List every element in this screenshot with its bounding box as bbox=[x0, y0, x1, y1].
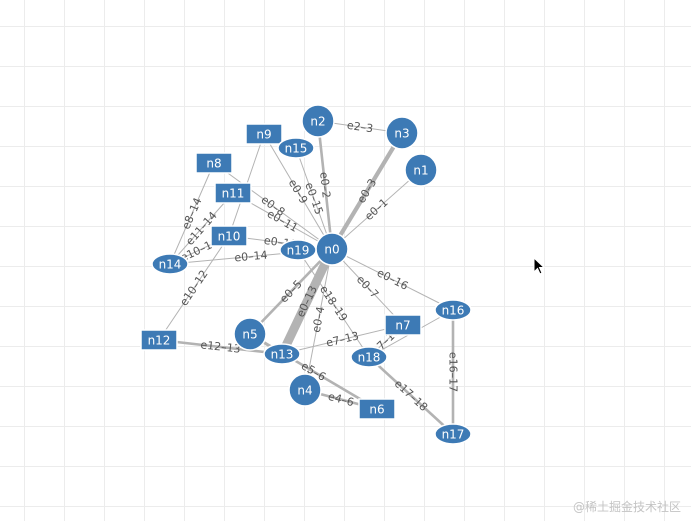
edge-n0-n3[interactable] bbox=[329, 130, 405, 252]
node-n1[interactable]: n1 bbox=[404, 153, 438, 187]
edge-label: e16–17 bbox=[447, 352, 460, 392]
node-n9[interactable]: n9 bbox=[245, 123, 283, 145]
node-shape[interactable] bbox=[385, 116, 419, 150]
node-n6[interactable]: n6 bbox=[358, 398, 396, 420]
edge-n0-n7[interactable] bbox=[331, 248, 404, 326]
node-n8[interactable]: n8 bbox=[195, 152, 233, 174]
edge-n0-n15[interactable] bbox=[295, 147, 333, 250]
edge-label: e0–2 bbox=[317, 171, 333, 199]
edge-label: e4–6 bbox=[327, 390, 356, 409]
node-label: n7 bbox=[395, 319, 410, 333]
node-n4[interactable]: n4 bbox=[288, 373, 322, 407]
node-label: n2 bbox=[310, 115, 325, 129]
node-shape[interactable] bbox=[301, 104, 335, 138]
node-n10[interactable]: n10 bbox=[210, 225, 248, 247]
node-label: n13 bbox=[271, 348, 294, 362]
edge-label: e0–4 bbox=[310, 305, 328, 333]
edge-n0-n16[interactable] bbox=[331, 248, 454, 311]
nodes-layer: n0 n1 n2 n3 n4 n5 n6 n7 n8 n9 n10 n11 n12 n13 n14 n15 n1… bbox=[140, 104, 472, 445]
node-shape[interactable] bbox=[358, 398, 396, 420]
edge-n0-n8[interactable] bbox=[213, 162, 333, 250]
node-shape[interactable] bbox=[279, 239, 317, 261]
edge-n0-n5[interactable] bbox=[248, 247, 334, 336]
node-shape[interactable] bbox=[404, 153, 438, 187]
node-label: n3 bbox=[394, 127, 409, 141]
edge-n0-n4[interactable] bbox=[304, 248, 333, 391]
edge-label: e17–18 bbox=[392, 377, 430, 414]
node-shape[interactable] bbox=[434, 299, 472, 321]
node-shape[interactable] bbox=[277, 137, 315, 159]
node-n3[interactable]: n3 bbox=[385, 116, 419, 150]
node-n13[interactable]: n13 bbox=[263, 343, 301, 365]
edge-label: e7–13 bbox=[325, 329, 360, 349]
node-shape[interactable] bbox=[434, 423, 472, 445]
node-shape[interactable] bbox=[288, 373, 322, 407]
node-n15[interactable]: n15 bbox=[277, 137, 315, 159]
edge-label: e2–3 bbox=[346, 119, 374, 136]
node-label: n4 bbox=[297, 384, 312, 398]
edge-n18-n19[interactable] bbox=[297, 249, 370, 358]
node-n14[interactable]: n14 bbox=[151, 253, 189, 275]
node-shape[interactable] bbox=[140, 329, 178, 351]
node-shape[interactable] bbox=[210, 225, 248, 247]
node-shape[interactable] bbox=[263, 343, 301, 365]
node-label: n1 bbox=[413, 164, 428, 178]
node-label: n11 bbox=[222, 187, 245, 201]
node-n11[interactable]: n11 bbox=[214, 182, 252, 204]
node-shape[interactable] bbox=[384, 314, 422, 336]
node-n7[interactable]: n7 bbox=[384, 314, 422, 336]
edge-label: e12–13 bbox=[200, 338, 241, 355]
watermark: @稀土掘金技术社区 bbox=[572, 500, 681, 514]
node-label: n6 bbox=[369, 403, 384, 417]
edge-label: e10–12 bbox=[177, 268, 210, 309]
node-label: n17 bbox=[442, 428, 465, 442]
node-n2[interactable]: n2 bbox=[301, 104, 335, 138]
node-label: n18 bbox=[358, 351, 381, 365]
edge-n0-n13[interactable] bbox=[277, 244, 337, 359]
node-shape[interactable] bbox=[214, 182, 252, 204]
edge-n0-n9[interactable] bbox=[263, 133, 333, 250]
node-n16[interactable]: n16 bbox=[434, 299, 472, 321]
node-label: n5 bbox=[242, 328, 257, 342]
node-shape[interactable] bbox=[245, 123, 283, 145]
node-label: n10 bbox=[218, 230, 241, 244]
node-label: n16 bbox=[442, 304, 465, 318]
node-label: n14 bbox=[159, 258, 182, 272]
node-shape[interactable] bbox=[195, 152, 233, 174]
edge-label: e0–14 bbox=[234, 248, 268, 264]
edge-n0-n1[interactable] bbox=[331, 169, 422, 250]
node-n19[interactable]: n19 bbox=[279, 239, 317, 261]
node-n5[interactable]: n5 bbox=[233, 317, 267, 351]
node-label: n12 bbox=[148, 334, 171, 348]
edge-n10-n12[interactable] bbox=[158, 235, 230, 341]
edge-n8-n14[interactable] bbox=[169, 162, 215, 265]
edge-n17-n18[interactable] bbox=[367, 355, 455, 436]
edge-n7-n13[interactable] bbox=[281, 324, 404, 355]
node-shape[interactable] bbox=[350, 346, 388, 368]
node-label: n0 bbox=[324, 243, 339, 257]
node-label: n15 bbox=[285, 142, 308, 156]
node-label: n19 bbox=[287, 244, 310, 258]
mouse-cursor-icon bbox=[533, 257, 546, 275]
edge-label: e0–16 bbox=[375, 266, 411, 293]
node-n12[interactable]: n12 bbox=[140, 329, 178, 351]
node-n0[interactable]: n0 bbox=[315, 232, 349, 266]
node-shape[interactable] bbox=[233, 317, 267, 351]
node-shape[interactable] bbox=[151, 253, 189, 275]
node-label: n9 bbox=[256, 128, 271, 142]
node-n17[interactable]: n17 bbox=[434, 423, 472, 445]
edge-n0-n2[interactable] bbox=[316, 119, 334, 251]
edge-n12-n13[interactable] bbox=[157, 338, 284, 356]
node-n18[interactable]: n18 bbox=[350, 346, 388, 368]
edge-n11-n14[interactable] bbox=[169, 192, 234, 265]
node-label: n8 bbox=[206, 157, 221, 171]
